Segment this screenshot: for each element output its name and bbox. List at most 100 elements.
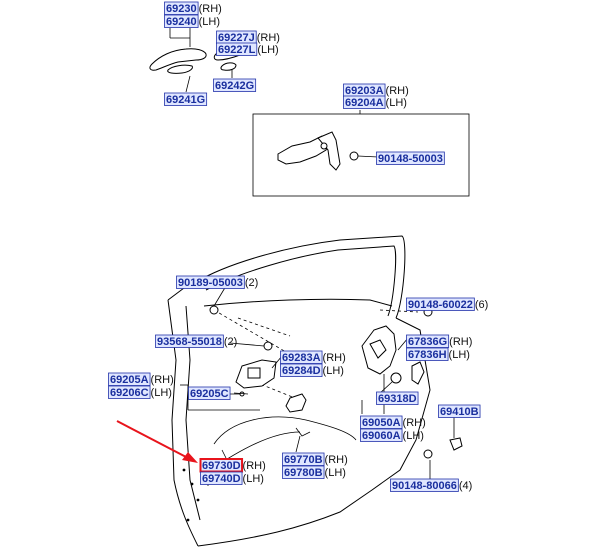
part-label-67836h[interactable]: 67836H(LH) xyxy=(406,347,470,361)
part-number[interactable]: 69730D xyxy=(202,460,241,472)
part-number[interactable]: 69050A xyxy=(362,417,401,429)
part-label-69205c[interactable]: 69205C xyxy=(188,386,231,400)
part-label-69240[interactable]: 69240(LH) xyxy=(164,14,220,28)
part-label-69770b[interactable]: 69770B(RH) xyxy=(282,452,348,466)
part-number-box xyxy=(200,471,243,485)
part-number[interactable]: 90148-50003 xyxy=(378,153,443,165)
part-label-69410b[interactable]: 69410B xyxy=(438,404,481,418)
part-label-69780b[interactable]: 69780B(LH) xyxy=(282,465,346,479)
part-label-69205a[interactable]: 69205A(RH) xyxy=(108,372,174,386)
part-side-suffix: (LH) xyxy=(151,387,172,399)
part-number-box xyxy=(280,363,323,377)
part-number[interactable]: 69318D xyxy=(378,393,417,405)
part-label-90148-60022[interactable]: 90148-60022(6) xyxy=(406,297,489,311)
screw-part xyxy=(263,341,273,351)
part-number-box xyxy=(376,151,445,165)
part-label-90148-50003[interactable]: 90148-50003 xyxy=(376,151,445,165)
inside-handle-box xyxy=(252,110,470,197)
part-number[interactable]: 69240 xyxy=(166,16,197,28)
part-label-69730d[interactable]: 69730D(RH) xyxy=(199,458,266,473)
part-number-box xyxy=(164,1,199,15)
part-number-box xyxy=(360,428,403,442)
part-label-69230[interactable]: 69230(RH) xyxy=(164,1,222,15)
part-label-69204a[interactable]: 69204A(LH) xyxy=(343,95,407,109)
part-number-box xyxy=(108,385,151,399)
screw-part xyxy=(423,449,433,459)
handle-gasket-part xyxy=(220,62,237,71)
part-number-box xyxy=(164,14,199,28)
part-number[interactable]: 69227L xyxy=(218,44,256,56)
part-number-box xyxy=(164,92,208,106)
part-number-box xyxy=(406,297,475,311)
part-side-suffix: (RH) xyxy=(403,417,426,429)
part-number[interactable]: 69205A xyxy=(110,374,149,386)
part-label-90189-05003[interactable]: 90189-05003(2) xyxy=(176,275,259,289)
part-label-69203a[interactable]: 69203A(RH) xyxy=(343,83,409,97)
part-side-suffix: (RH) xyxy=(257,32,280,44)
part-number[interactable]: 69203A xyxy=(345,85,384,97)
highlight-box xyxy=(199,458,244,473)
part-number-box xyxy=(188,386,231,400)
handle-pad-part xyxy=(167,64,193,74)
striker-part xyxy=(449,437,463,451)
part-number-box xyxy=(376,391,419,405)
part-number[interactable]: 69241G xyxy=(166,94,205,106)
part-label-69206c[interactable]: 69206C(LH) xyxy=(108,385,172,399)
part-label-90148-80066[interactable]: 90148-80066(4) xyxy=(390,478,473,492)
part-number[interactable]: 69740D xyxy=(202,473,241,485)
outside-handle-part xyxy=(149,48,207,71)
part-number[interactable]: 90189-05003 xyxy=(178,277,243,289)
part-label-69318d[interactable]: 69318D xyxy=(376,391,419,405)
part-number-box xyxy=(282,465,325,479)
part-number-box xyxy=(360,415,403,429)
part-side-suffix: (RH) xyxy=(386,85,409,97)
part-label-69227l[interactable]: 69227L(LH) xyxy=(216,42,279,56)
part-side-suffix: (LH) xyxy=(449,349,470,361)
part-label-69284d[interactable]: 69284D(LH) xyxy=(280,363,344,377)
part-number[interactable]: 90148-80066 xyxy=(392,480,457,492)
part-number[interactable]: 69410B xyxy=(440,406,479,418)
part-side-suffix: (RH) xyxy=(243,460,266,472)
part-number-labels: 69230(RH)69240(LH)69227J(RH)69227L(LH)69… xyxy=(108,1,489,492)
part-number[interactable]: 67836G xyxy=(408,336,447,348)
part-label-69283a[interactable]: 69283A(RH) xyxy=(280,350,346,364)
part-number[interactable]: 67836H xyxy=(408,349,447,361)
clip-part xyxy=(209,305,219,315)
part-number[interactable]: 93568-55018 xyxy=(157,336,222,348)
part-number-box xyxy=(390,478,459,492)
inside-handle-part xyxy=(277,135,331,165)
part-side-suffix: (6) xyxy=(475,299,488,311)
part-number-box xyxy=(155,334,224,348)
part-label-69227j[interactable]: 69227J(RH) xyxy=(216,30,280,44)
part-number-box xyxy=(216,42,258,56)
part-side-suffix: (LH) xyxy=(257,44,278,56)
part-number[interactable]: 69204A xyxy=(345,97,384,109)
part-label-69740d[interactable]: 69740D(LH) xyxy=(200,471,264,485)
part-label-69242g[interactable]: 69242G xyxy=(213,78,257,92)
part-number-box xyxy=(406,334,450,348)
part-number[interactable]: 90148-60022 xyxy=(408,299,473,311)
part-number[interactable]: 69284D xyxy=(282,365,321,377)
part-number-box xyxy=(280,350,323,364)
part-number[interactable]: 69283A xyxy=(282,352,321,364)
part-number[interactable]: 69205C xyxy=(190,388,229,400)
part-number[interactable]: 69206C xyxy=(110,387,149,399)
part-label-67836g[interactable]: 67836G(RH) xyxy=(406,334,473,348)
callout-arrow xyxy=(116,420,198,463)
part-number[interactable]: 69230 xyxy=(166,3,197,15)
part-label-69050a[interactable]: 69050A(RH) xyxy=(360,415,426,429)
part-number[interactable]: 69227J xyxy=(218,32,255,44)
latch-cover-part xyxy=(285,393,307,413)
part-number[interactable]: 69242G xyxy=(215,80,254,92)
part-number-box xyxy=(438,404,481,418)
part-side-suffix: (RH) xyxy=(325,454,348,466)
part-number[interactable]: 69780B xyxy=(284,467,323,479)
part-label-93568-55018[interactable]: 93568-55018(2) xyxy=(155,334,238,348)
part-side-suffix: (LH) xyxy=(386,97,407,109)
part-number[interactable]: 69060A xyxy=(362,430,401,442)
part-label-69241g[interactable]: 69241G xyxy=(164,92,208,106)
part-number[interactable]: 69770B xyxy=(284,454,323,466)
part-number-box xyxy=(176,275,245,289)
part-label-69060a[interactable]: 69060A(LH) xyxy=(360,428,424,442)
part-side-suffix: (RH) xyxy=(449,336,472,348)
